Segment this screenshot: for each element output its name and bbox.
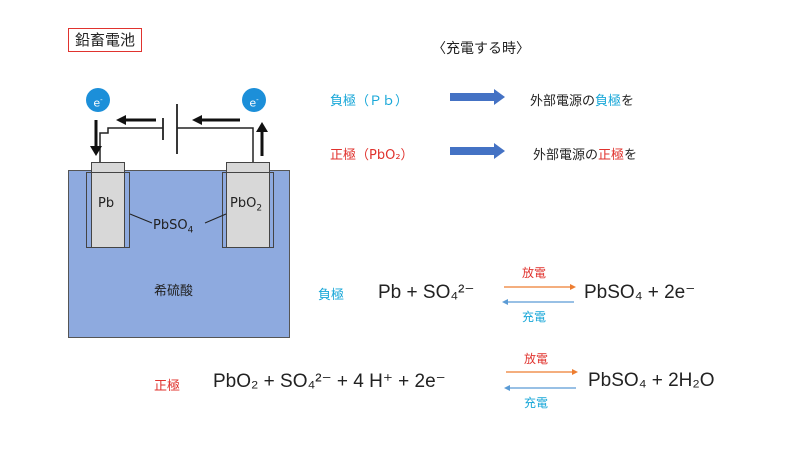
electron-left-icon: e- (86, 88, 110, 112)
negative-discharge-label: 放電 (522, 266, 547, 280)
negative-charge-label: 充電 (522, 310, 547, 324)
pbo2-electrode (226, 162, 270, 248)
pb-electrode (91, 162, 125, 248)
positive-equation-lhs: PbO₂ + SO₄²⁻ + 4 H⁺ + 2e⁻ (213, 371, 446, 392)
positive-equation-tag: 正極 (154, 379, 181, 394)
pbo2-electrode-outline (222, 172, 274, 248)
positive-equilibrium-arrows (504, 369, 578, 391)
right-wire (177, 127, 254, 162)
pbo2-label: PbO2 (230, 196, 263, 214)
page-title: 鉛畜電池 (68, 28, 143, 52)
pbso4-label: PbSO4 (153, 218, 194, 236)
negative-equation-rhs: PbSO₄ + 2e⁻ (584, 282, 696, 303)
row-negative-desc: 外部電源の負極を (530, 94, 635, 109)
left-wire (99, 127, 163, 162)
positive-equation-rhs: PbSO₄ + 2H₂O (588, 370, 715, 391)
pb-label: Pb (98, 196, 115, 211)
row1-block-arrow (450, 89, 505, 105)
negative-equation-tag: 負極 (318, 288, 345, 303)
negative-equilibrium-arrows (502, 284, 576, 305)
row2-block-arrow (450, 143, 505, 159)
pb-electrode-outline (86, 172, 130, 248)
electron-right-icon: e- (242, 88, 266, 112)
electrolyte-label: 希硫酸 (154, 284, 194, 299)
row-negative-label: 負極（Ｐｂ） (330, 94, 409, 109)
row-positive-label: 正極（PbO₂） (330, 148, 414, 163)
negative-equation-lhs: Pb + SO₄²⁻ (378, 282, 475, 303)
positive-discharge-label: 放電 (524, 352, 549, 366)
positive-charge-label: 充電 (524, 396, 549, 410)
row-positive-desc: 外部電源の正極を (533, 148, 638, 163)
subtitle: 〈充電する時〉 (432, 41, 530, 57)
